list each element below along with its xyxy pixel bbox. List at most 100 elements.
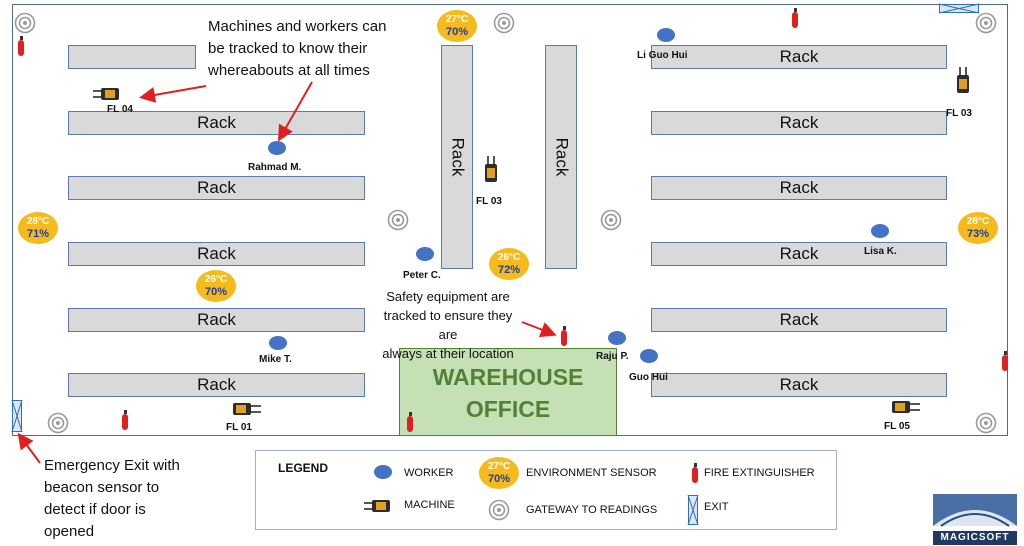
forklift-icon[interactable] [892, 398, 926, 416]
rack-vertical-2: Rack [545, 45, 577, 269]
rack-label: Rack [779, 47, 819, 66]
worker-label: Mike T. [259, 354, 292, 365]
legend-sensor-icon: 27°C 70% [479, 457, 519, 489]
exit-note-line: opened [44, 523, 95, 540]
legend-sensor-humidity: 70% [487, 473, 511, 485]
forklift-icon[interactable] [954, 67, 972, 101]
worker-label: Peter C. [403, 270, 441, 281]
rack-label: Rack [197, 310, 236, 329]
worker-marker[interactable] [269, 336, 287, 350]
sensor-humidity: 73% [966, 228, 990, 240]
sensor-temp: 27°C [445, 14, 469, 25]
rack-right-5: Rack [651, 373, 947, 397]
rack-left-0 [68, 45, 196, 69]
legend-machine-label: MACHINE [404, 499, 455, 511]
worker-marker[interactable] [871, 224, 889, 238]
tracking-note-line: Machines and workers can [208, 18, 387, 35]
office-title-line1: WAREHOUSE [432, 364, 584, 390]
sensor-humidity: 70% [204, 286, 228, 298]
rack-label: Rack [197, 244, 236, 263]
machine-label: FL 05 [884, 421, 910, 432]
rack-left-5: Rack [68, 373, 365, 397]
gateway-icon[interactable] [14, 12, 36, 34]
machine-label: FL 04 [107, 104, 133, 115]
fire-extinguisher-icon[interactable] [791, 8, 799, 28]
rack-left-2: Rack [68, 176, 365, 200]
machine-label: FL 01 [226, 422, 252, 433]
rack-left-3: Rack [68, 242, 365, 266]
rack-label: Rack [779, 113, 819, 132]
legend-worker-label: WORKER [404, 467, 454, 479]
logo-text: MAGICSOFT [933, 531, 1017, 545]
worker-marker[interactable] [416, 247, 434, 261]
exit-note-line: detect if door is [44, 501, 146, 518]
rack-label: Rack [197, 178, 236, 197]
forklift-icon[interactable] [233, 400, 267, 418]
worker-marker[interactable] [640, 349, 658, 363]
sensor-temp: 26°C [497, 252, 521, 263]
legend-sensor-temp: 27°C [487, 461, 511, 472]
fire-extinguisher-icon[interactable] [1001, 351, 1009, 371]
fire-extinguisher-icon[interactable] [121, 410, 129, 430]
environment-sensor[interactable]: 28°C 71% [18, 212, 58, 244]
sensor-humidity: 71% [26, 228, 50, 240]
gateway-icon[interactable] [387, 209, 409, 231]
legend-fire-extinguisher-label: FIRE EXTINGUISHER [704, 467, 815, 479]
warehouse-office: WAREHOUSE OFFICE [399, 348, 617, 436]
legend-machine-icon [364, 500, 390, 512]
worker-marker[interactable] [608, 331, 626, 345]
arrow-to-extinguisher [521, 321, 557, 338]
arrow-to-exit [17, 432, 41, 464]
gateway-icon[interactable] [975, 12, 997, 34]
sensor-humidity: 70% [445, 26, 469, 38]
environment-sensor[interactable]: 27°C 70% [437, 10, 477, 42]
environment-sensor[interactable]: 26°C 70% [196, 270, 236, 302]
office-title-line2: OFFICE [465, 396, 551, 422]
legend: LEGEND WORKER MACHINE 27°C 70% ENVIRONME… [255, 450, 837, 530]
exit-icon[interactable] [11, 399, 23, 433]
rack-label: Rack [779, 375, 819, 394]
rack-right-4: Rack [651, 308, 947, 332]
environment-sensor[interactable]: 28°C 73% [958, 212, 998, 244]
tracking-note-line: whereabouts at all times [208, 62, 370, 79]
rack-right-3: Rack [651, 242, 947, 266]
safety-note-line: always at their location [382, 346, 514, 361]
gateway-icon[interactable] [47, 412, 69, 434]
worker-label: Li Guo Hui [637, 50, 688, 61]
magicsoft-logo: MAGICSOFT [933, 494, 1017, 545]
exit-note-line: Emergency Exit with [44, 457, 180, 474]
safety-note: Safety equipment are tracked to ensure t… [373, 287, 523, 363]
legend-gateway-label: GATEWAY TO READINGS [526, 504, 658, 516]
gateway-icon[interactable] [600, 209, 622, 231]
forklift-icon[interactable] [93, 85, 127, 103]
environment-sensor[interactable]: 26°C 72% [489, 248, 529, 280]
legend-fire-extinguisher-icon [692, 463, 698, 483]
legend-exit-label: EXIT [704, 501, 729, 513]
tracking-note-line: be tracked to know their [208, 40, 368, 57]
rack-right-2: Rack [651, 176, 947, 200]
rack-label: Rack [197, 113, 236, 132]
gateway-icon[interactable] [493, 12, 515, 34]
rack-left-1: Rack [68, 111, 365, 135]
legend-exit-icon [687, 494, 699, 526]
rack-label: Rack [779, 310, 819, 329]
rack-label: Rack [779, 178, 819, 197]
rack-right-0: Rack [651, 45, 947, 69]
exit-note: Emergency Exit with beacon sensor to det… [44, 455, 180, 543]
fire-extinguisher-icon[interactable] [560, 326, 568, 346]
sensor-temp: 28°C [26, 216, 50, 227]
exit-icon[interactable] [938, 3, 980, 14]
arrow-to-machine [139, 85, 207, 103]
worker-label: Rahmad M. [248, 162, 302, 173]
worker-marker[interactable] [268, 141, 286, 155]
worker-marker[interactable] [657, 28, 675, 42]
safety-note-line: Safety equipment are [386, 289, 510, 304]
forklift-icon[interactable] [482, 156, 500, 190]
legend-gateway-icon [488, 499, 510, 521]
safety-note-line: tracked to ensure they are [383, 308, 513, 342]
fire-extinguisher-icon[interactable] [406, 412, 414, 432]
exit-note-line: beacon sensor to [44, 479, 160, 496]
gateway-icon[interactable] [975, 412, 997, 434]
fire-extinguisher-icon[interactable] [17, 36, 25, 56]
